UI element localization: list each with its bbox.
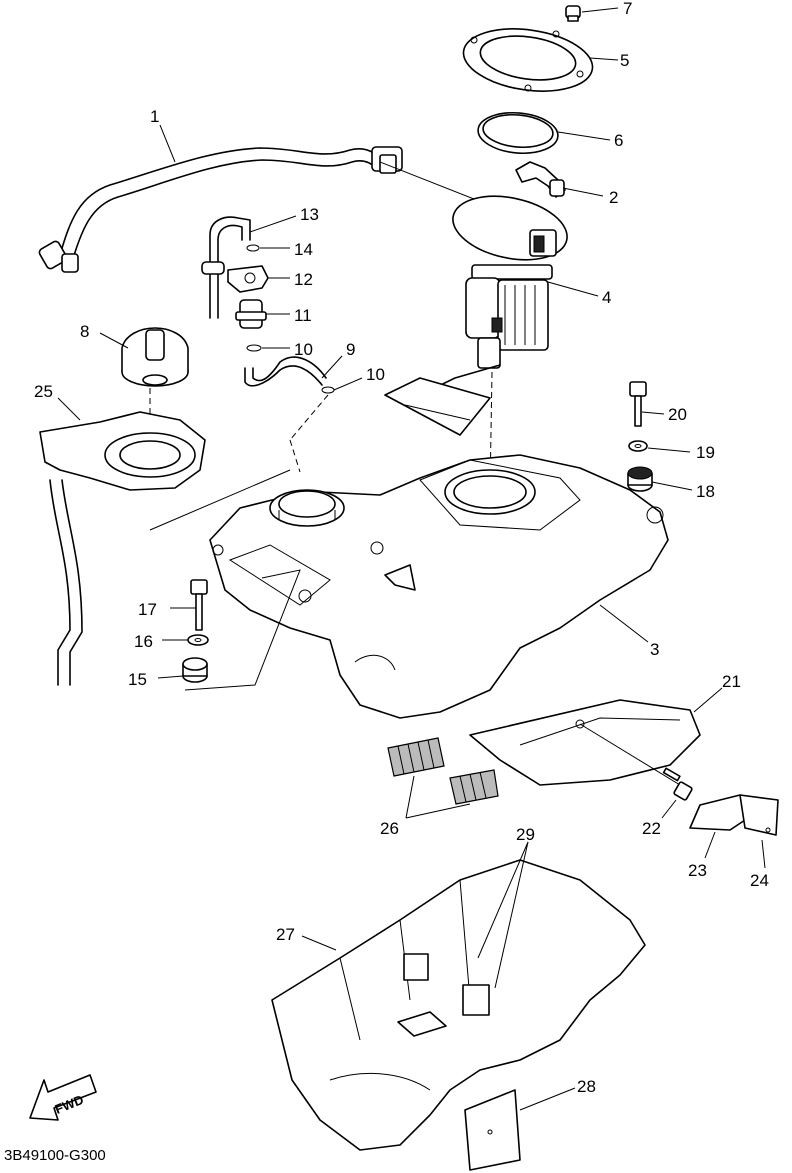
callout-28[interactable]: 28 [577,1077,596,1096]
clip-part-14[interactable] [246,244,260,252]
callout-8[interactable]: 8 [80,322,89,341]
vent-hose-part-13[interactable] [201,216,251,319]
callout-10-upper[interactable]: 10 [294,340,313,359]
hose-part-9[interactable] [244,356,327,387]
heat-shield-part-21[interactable] [469,699,701,786]
forward-direction-indicator: FWD [29,1074,97,1121]
retainer-plate-part-5[interactable] [459,21,596,99]
callout-6[interactable]: 6 [614,131,623,150]
hose-route-line [289,394,329,441]
fuel-hose-part-1[interactable] [38,146,403,273]
callout-2[interactable]: 2 [609,188,618,207]
bolt-part-20[interactable] [629,381,647,427]
bracket-part-12[interactable] [227,265,269,293]
leader-lines [57,7,766,1111]
callout-19[interactable]: 19 [696,443,715,462]
callout-1[interactable]: 1 [150,107,159,126]
callout-22[interactable]: 22 [642,819,661,838]
bolt-part-17[interactable] [190,579,208,631]
callout-9[interactable]: 9 [346,340,355,359]
screw-part-7[interactable] [565,5,581,22]
callout-15[interactable]: 15 [128,670,147,689]
o-ring-part-6[interactable] [476,110,559,157]
callout-17[interactable]: 17 [138,600,157,619]
callout-7[interactable]: 7 [623,0,632,18]
callout-27[interactable]: 27 [276,925,295,944]
clip-part-10-upper[interactable] [246,344,262,352]
callout-4[interactable]: 4 [602,288,611,307]
fuel-cap-part-8[interactable] [121,327,189,387]
bracket-part-24[interactable] [739,794,779,836]
bolt-part-22[interactable] [662,767,693,801]
callout-5[interactable]: 5 [620,51,629,70]
base-to-tank-line [149,469,291,531]
clip-part-10-lower[interactable] [321,386,335,394]
damper-part-15[interactable] [182,657,208,683]
callout-labels: 1 2 3 4 5 6 7 8 9 10 10 11 12 13 14 15 1… [34,0,769,1096]
rollover-valve-part-11[interactable] [235,299,267,329]
callout-13[interactable]: 13 [300,205,319,224]
collar-part-19[interactable] [628,440,648,452]
cover-part-28[interactable] [464,1089,521,1171]
washer-part-16[interactable] [187,634,209,646]
cover-part-23[interactable] [689,794,746,831]
shield-bolt-line [579,723,681,786]
grommet-part-18[interactable] [627,466,653,492]
callout-25[interactable]: 25 [34,382,53,401]
callout-23[interactable]: 23 [688,861,707,880]
damper-part-26-a[interactable] [387,737,445,777]
callout-29[interactable]: 29 [516,825,535,844]
damper-part-26-b[interactable] [449,769,499,805]
diagram-code: 3B49100-G300 [4,1147,106,1164]
callout-26[interactable]: 26 [380,819,399,838]
callout-10-lower[interactable]: 10 [366,365,385,384]
callout-3[interactable]: 3 [650,640,659,659]
hose-fitting-part-2[interactable] [515,161,566,198]
under-cover-part-27[interactable] [271,859,646,1151]
filler-base-part-25[interactable] [39,411,206,686]
callout-20[interactable]: 20 [668,405,687,424]
callout-16[interactable]: 16 [134,632,153,651]
callout-11[interactable]: 11 [294,306,312,325]
callout-18[interactable]: 18 [696,482,715,501]
callout-14[interactable]: 14 [294,240,313,259]
hose-route-line-2 [289,439,301,473]
callout-12[interactable]: 12 [294,270,313,289]
fuel-tank-part-3[interactable] [209,454,669,719]
fuel-pump-part-4[interactable] [384,187,573,436]
callout-21[interactable]: 21 [722,672,741,691]
callout-24[interactable]: 24 [750,871,769,890]
tank-bolt-line [184,569,301,691]
